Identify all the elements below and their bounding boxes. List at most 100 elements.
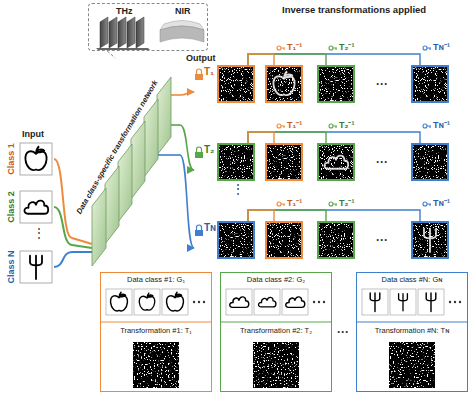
illustration-use [218,144,254,180]
lock-label: T₁ [204,66,214,78]
illustration-circle [277,202,281,206]
illustration-path [248,54,326,66]
illustration-rect [20,251,52,283]
key-label: T₁⁻¹ [287,120,302,131]
illustration-rect [318,222,354,258]
illustration-use [426,293,436,312]
illustration-rect [266,222,302,258]
image-label: THz [116,6,133,17]
panel-art [100,289,468,388]
illustration-path [281,126,285,128]
illustration-path [171,94,180,96]
illustration-circle [193,301,195,303]
illustration-line [100,322,212,323]
illustration-rect [254,289,280,315]
panel-heading: Transformation #1: T₁ [101,326,211,335]
illustration-rect [412,222,448,258]
lock-label: Tɴ [204,222,216,234]
illustration-rect [218,66,254,102]
illustration-polygon [136,17,144,48]
image-label: NIR [175,6,191,17]
ellipsis: ··· [376,77,388,91]
illustration-path [197,147,202,152]
panel-heading: Data class #2: G₂ [221,275,331,284]
illustration-path [427,48,431,50]
section-label: Output [186,53,216,64]
illustration-use [318,144,354,180]
illustration-path [248,210,326,222]
illustration-circle [313,301,315,303]
panel-heading: Transformation #N: Tɴ [357,326,467,335]
illustration-use [111,292,128,311]
illustration-path [281,48,285,50]
section-title: Inverse transformations applied [282,4,426,15]
key-label: Tɴ⁻¹ [433,42,450,53]
panel-heading: Transformation #2: T₂ [221,326,331,335]
input-images [20,143,52,283]
illustration-path [160,26,204,42]
ellipsis: ··· [376,233,388,247]
section-label: Input [22,129,44,140]
illustration-path [248,132,420,144]
input-image: Class N [4,250,54,284]
ellipsis: ⋮ [33,226,45,240]
key-label: T₂⁻¹ [339,42,355,53]
illustration-circle [277,46,281,50]
illustration-circle [277,124,281,128]
illustration-circle [449,301,451,303]
illustration-rect [226,289,252,315]
illustration-polygon [118,17,126,48]
illustration-circle [329,124,333,128]
output-image: T₂ [194,144,254,180]
illustration-use [25,146,46,170]
class-label: Class N [4,250,18,284]
key-label: T₁⁻¹ [287,42,302,53]
illustration-use [318,222,354,258]
panel-heading: Data class #1: G₁ [101,275,211,284]
connector [107,51,115,58]
input-image: Class 2 [4,190,54,224]
illustration-rect [195,74,203,80]
illustration-path [427,204,431,206]
illustration-use [230,297,249,308]
nir-sheet [160,21,204,43]
illustration-rect [218,144,254,180]
illustration-use [253,342,299,388]
illustration-use [424,229,436,252]
network-title: Data class-specific transformation netwo… [74,78,159,215]
illustration-use [30,256,42,279]
panel-heading: Data class #N: Gɴ [357,275,467,284]
illustration-path [333,48,337,50]
connector [54,252,72,267]
illustration-use [139,293,154,310]
key-label: Tɴ⁻¹ [433,120,450,131]
connector [54,207,72,245]
illustration-path [248,210,420,222]
illustration-rect [282,289,308,315]
connector [180,125,194,170]
ellipsis: ··· [376,155,388,169]
illustration-polygon [105,166,119,244]
illustration-path [197,69,202,74]
illustration-polygon [96,48,150,50]
illustration-use [273,71,294,95]
illustration-use [266,66,302,102]
illustration-path [171,124,180,126]
illustration-use [266,222,302,258]
illustration-path [248,210,274,222]
illustration-polygon [92,188,106,266]
illustration-circle [323,301,325,303]
illustration-rect [318,144,354,180]
illustration-path [281,204,285,206]
illustration-use [218,222,254,258]
input-image: Class 1 [4,142,54,176]
illustration-path [197,225,202,230]
key-label: T₁⁻¹ [287,198,302,209]
illustration-polygon [157,77,171,155]
illustration-circle [459,301,461,303]
illustration-circle [454,301,456,303]
thz-device [96,17,150,50]
